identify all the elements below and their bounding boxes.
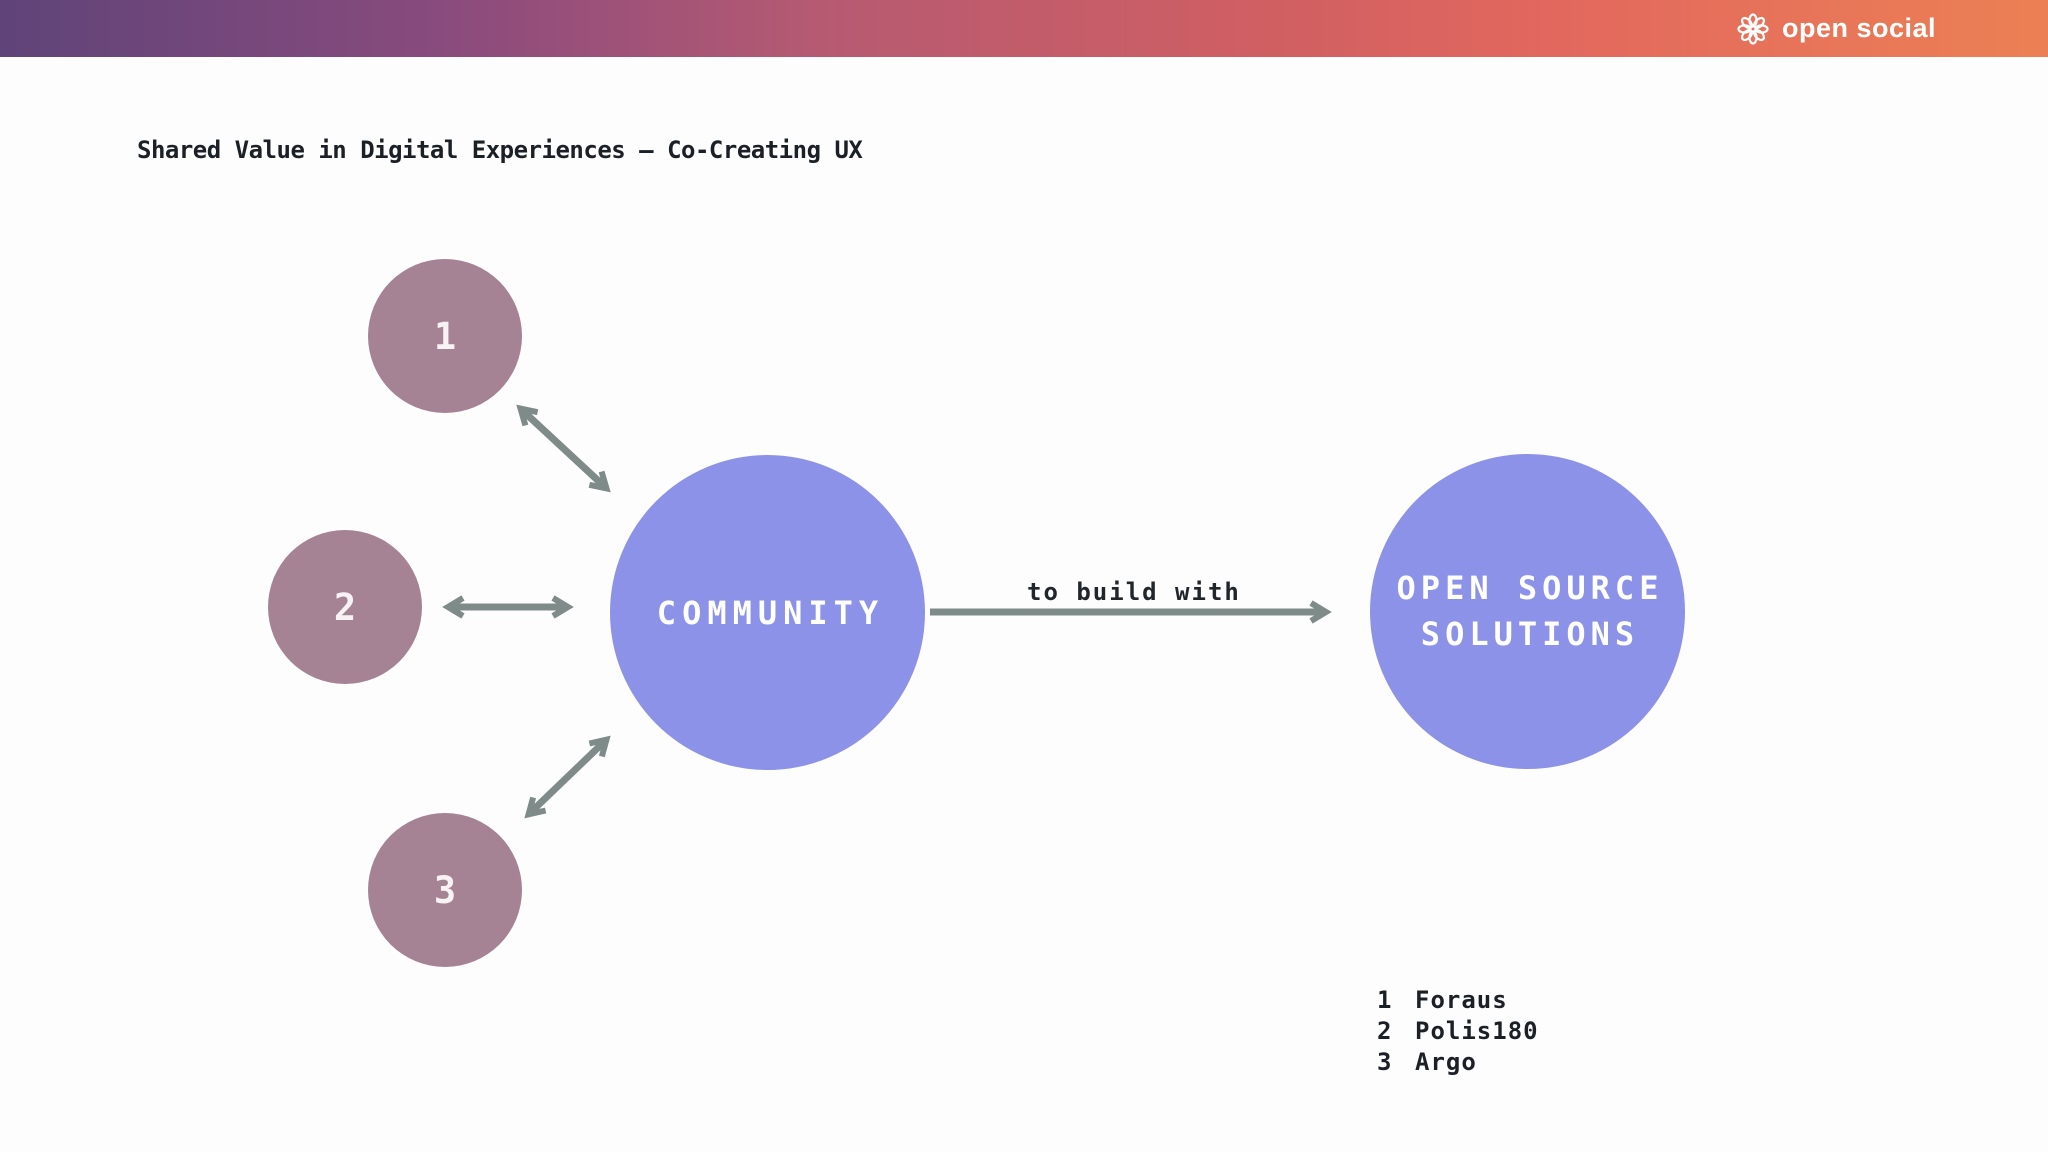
logo-wordmark: open social xyxy=(1781,13,1936,43)
double-arrow-node1-community xyxy=(516,404,611,493)
legend-item-3-number: 3 xyxy=(1377,1048,1392,1076)
diagram-node-2: 2 xyxy=(268,530,422,684)
community-circle: COMMUNITY xyxy=(610,455,925,770)
legend-item-1-label: Foraus xyxy=(1415,986,1508,1014)
community-label: COMMUNITY xyxy=(656,593,885,632)
arrow-caption: to build with xyxy=(1027,578,1241,606)
legend-item-3: 3 Argo xyxy=(1377,1047,1539,1078)
legend-item-2-number: 2 xyxy=(1377,1017,1392,1045)
open-social-logo: open social xyxy=(1735,11,1936,47)
legend-item-3-label: Argo xyxy=(1415,1048,1477,1076)
brand-header-bar: open social xyxy=(0,0,2048,57)
legend-item-1: 1 Foraus xyxy=(1377,985,1539,1016)
open-source-label-line2: SOLUTIONS xyxy=(1420,614,1640,653)
legend-item-2-label: Polis180 xyxy=(1415,1017,1539,1045)
legend: 1 Foraus 2 Polis180 3 Argo xyxy=(1377,985,1539,1078)
legend-item-2: 2 Polis180 xyxy=(1377,1016,1539,1047)
node-1-label: 1 xyxy=(433,314,457,358)
diagram-node-3: 3 xyxy=(368,813,522,967)
double-arrow-node3-community xyxy=(524,735,611,819)
node-3-label: 3 xyxy=(433,868,457,912)
open-source-label-line1: OPEN SOURCE xyxy=(1396,569,1664,608)
flower-icon xyxy=(1737,12,1769,45)
node-2-label: 2 xyxy=(333,585,357,629)
legend-item-1-number: 1 xyxy=(1377,986,1392,1014)
open-source-solutions-circle: OPEN SOURCE SOLUTIONS xyxy=(1370,454,1685,769)
page-title: Shared Value in Digital Experiences – Co… xyxy=(137,136,863,164)
diagram-node-1: 1 xyxy=(368,259,522,413)
